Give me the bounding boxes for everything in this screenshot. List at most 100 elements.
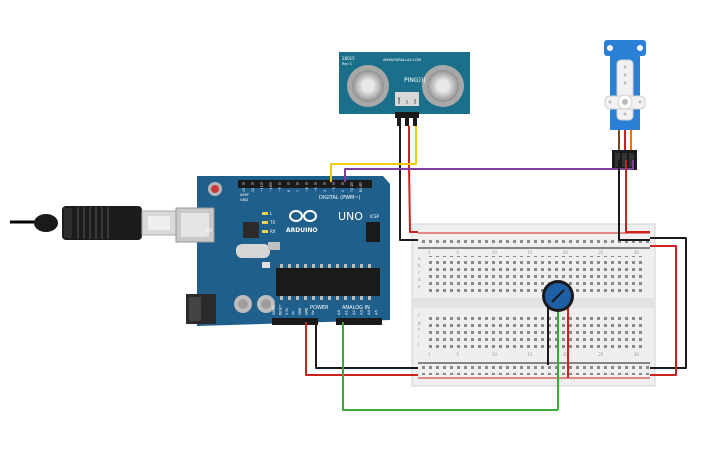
servo-motor[interactable] <box>604 40 646 170</box>
arduino-uno-board[interactable]: UNO ARDUINO DIGITAL (PWM~) POWER ANALOG … <box>175 176 390 326</box>
digital-pin-label-10: ~3 <box>332 187 336 192</box>
wire-arduino-5v[interactable] <box>305 322 418 376</box>
l-label: L <box>270 211 273 216</box>
row-letter-top-0: a <box>418 256 421 261</box>
power-pin-label-0: IOREF <box>272 305 276 315</box>
power-pin-label-4: GND <box>298 307 302 315</box>
ping-pin-label-1: 5V <box>405 99 409 104</box>
on-label: ON <box>206 228 212 233</box>
column-number-bottom-5: 25 <box>598 352 604 357</box>
center-channel <box>412 298 655 308</box>
column-number-bottom-6: 30 <box>634 352 640 357</box>
power-header-label: POWER <box>310 305 329 311</box>
aref-label: AREF <box>240 193 249 197</box>
icsp-label: ICSP <box>370 214 380 219</box>
analog-pin-label-5: A5 <box>374 309 379 315</box>
wire-servo-signal[interactable] <box>344 160 634 182</box>
digital-pin-label-0: 13 <box>242 188 246 192</box>
analog-pin-label-3: A3 <box>359 309 364 315</box>
ping-pin-labels: GND 5V SIG <box>397 96 417 104</box>
uno-logo: UNO <box>338 210 363 223</box>
power-pin-label-5: GND <box>305 307 309 315</box>
analog-pin-label-4: A4 <box>366 309 371 315</box>
row-letter-bottom-2: h <box>418 327 421 332</box>
row-letter-top-2: c <box>418 270 420 275</box>
ping-pin-label-0: GND <box>397 96 401 104</box>
row-letter-top-3: d <box>418 277 421 282</box>
column-number-top-2: 10 <box>492 250 498 255</box>
wire-arduino-a0[interactable] <box>342 322 558 411</box>
digital-pin-label-2: ~11 <box>260 185 264 192</box>
wire-servo-power[interactable] <box>625 160 650 233</box>
arduino-brand-label: ARDUINO <box>286 227 317 234</box>
row-letter-bottom-3: i <box>418 334 419 339</box>
wire-power-rail-bridge[interactable] <box>650 245 677 376</box>
row-letter-top-1: b <box>418 263 421 268</box>
column-number-top-6: 30 <box>634 250 640 255</box>
wire-sensor-signal[interactable] <box>330 126 417 182</box>
digital-pin-label-9: 4 <box>323 190 327 192</box>
column-number-bottom-4: 20 <box>563 352 569 357</box>
arduino-infinity-logo <box>289 210 317 222</box>
sensor-rev: Rev C <box>342 62 353 66</box>
power-rail-top[interactable] <box>418 236 650 246</box>
analog-pin-label-2: A2 <box>351 309 356 315</box>
usb-cable[interactable] <box>10 206 177 240</box>
analog-pin-label-0: A0 <box>336 309 341 315</box>
terminal-strip-top[interactable] <box>425 256 645 292</box>
analog-header[interactable] <box>336 318 382 325</box>
rx-label: RX <box>270 229 276 234</box>
digital-pin-label-1: 12 <box>251 188 255 192</box>
digital-header-label: DIGITAL (PWM~) <box>319 195 361 201</box>
digital-pin-label-6: 7 <box>296 190 300 192</box>
analog-pin-label-1: A1 <box>344 309 349 315</box>
sensor-model: 28015 <box>342 56 355 61</box>
power-pin-label-2: 3.3V <box>285 307 289 315</box>
row-letter-bottom-1: g <box>418 320 421 325</box>
power-pin-label-3: 5V <box>292 310 296 315</box>
column-number-bottom-3: 15 <box>527 352 533 357</box>
digital-pin-label-12: TX 1 <box>350 185 354 193</box>
wire-arduino-gnd[interactable] <box>315 322 418 369</box>
parallax-brand: WWW.PARALLAX.COM <box>383 58 421 62</box>
analog-header-label: ANALOG IN <box>342 305 370 311</box>
digital-pin-labels: 13 12 ~11 ~10 ~9 8 7 ~6 ~5 4 ~3 2 TX 1 RX 0 <box>242 185 363 193</box>
digital-pin-label-5: 8 <box>287 190 291 192</box>
wire-sensor-5v[interactable] <box>408 126 418 233</box>
column-number-bottom-1: 5 <box>456 352 459 357</box>
wires <box>305 126 687 411</box>
digital-pin-label-11: 2 <box>341 190 345 192</box>
digital-pin-label-7: ~6 <box>305 187 309 192</box>
wire-servo-gnd[interactable] <box>618 160 650 241</box>
potentiometer[interactable] <box>542 280 574 410</box>
ping-pin-label-2: SIG <box>413 98 417 104</box>
ping-label: PING))) <box>404 77 426 84</box>
ultrasonic-sensor[interactable]: PING))) WWW.PARALLAX.COM 28015 Rev C GND… <box>339 52 470 126</box>
power-pin-label-1: RESET <box>279 305 283 315</box>
row-letter-top-4: e <box>418 284 421 289</box>
digital-pin-label-3: ~10 <box>269 185 273 192</box>
column-number-top-3: 15 <box>527 250 533 255</box>
tx-label: TX <box>269 220 275 225</box>
terminal-strip-bottom[interactable] <box>425 313 645 349</box>
row-letter-bottom-0: f <box>418 313 420 318</box>
digital-pin-label-8: ~5 <box>314 187 318 192</box>
digital-pin-label-4: ~9 <box>278 187 282 192</box>
power-rail-bottom[interactable] <box>418 365 650 375</box>
column-number-top-4: 20 <box>563 250 569 255</box>
wire-gnd-rail-bridge[interactable] <box>650 237 687 369</box>
digital-pin-label-13: RX 0 <box>359 185 363 192</box>
power-header[interactable] <box>272 318 318 325</box>
column-number-top-1: 5 <box>456 250 459 255</box>
column-number-top-0: 1 <box>428 250 431 255</box>
column-number-bottom-2: 10 <box>492 352 498 357</box>
gnd-label: GND <box>240 198 248 202</box>
